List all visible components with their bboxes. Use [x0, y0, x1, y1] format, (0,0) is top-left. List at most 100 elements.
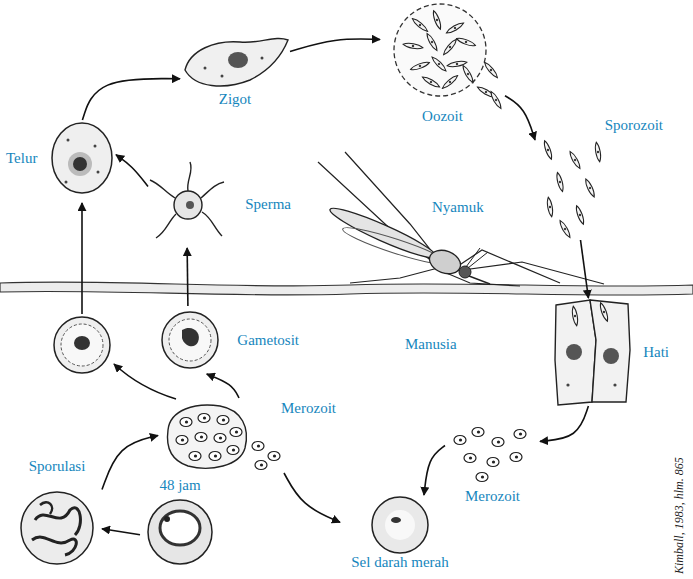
flagellum: [156, 214, 176, 238]
organism-label: Nyamuk: [432, 198, 484, 216]
cell-nucleus: [74, 336, 90, 350]
ring-stage: 48 jam: [140, 475, 220, 567]
host-label: Manusia: [405, 335, 457, 353]
mosquito-leg: [444, 272, 520, 286]
liver-stage: Hati: [553, 298, 671, 406]
sporozoite: [410, 60, 430, 71]
sporozoite: [558, 219, 572, 239]
cycle-arrow: [284, 473, 340, 522]
cycle-arrow: [424, 446, 445, 496]
cell-nucleus: [182, 328, 199, 346]
cell-outline: [185, 38, 288, 86]
merozoite: [268, 452, 280, 461]
stage-label: Sel darah merah: [351, 554, 448, 571]
cell-outline: [162, 312, 218, 368]
cell-nucleus: [566, 344, 582, 360]
sporozoite: [542, 140, 553, 160]
sporozoite: [555, 172, 565, 192]
stage-label: Merozoit: [465, 488, 520, 505]
sporozoite: [584, 178, 597, 198]
stage-label: Oozoit: [422, 108, 463, 125]
mosquito-thorax: [426, 246, 464, 278]
cycle-arrow: [581, 240, 589, 298]
sporozoite: [456, 36, 476, 47]
cycle-arrow: [82, 79, 180, 120]
sporozoite: [441, 74, 459, 90]
gametocyte-cell: [162, 312, 218, 368]
sporozoite: [489, 90, 503, 110]
cell-nucleus: [603, 348, 619, 364]
sporozoite: [546, 197, 554, 217]
chromatin: [32, 537, 76, 555]
oocyst-drawing: [394, 4, 503, 110]
sporozoite: [598, 302, 609, 322]
cell-outline: [54, 317, 110, 373]
stage-label: Hati: [643, 344, 669, 361]
cell-outline: [174, 191, 202, 219]
liver-cell: [590, 300, 630, 402]
sporozoite: [430, 55, 447, 72]
sporozoite: [568, 150, 582, 170]
merozoite: [464, 454, 476, 463]
merozoite: [252, 442, 264, 451]
cell-outline: [52, 123, 112, 193]
stage-label: Telur: [6, 150, 37, 167]
merozoite: [209, 452, 221, 461]
merozoite: [227, 446, 239, 455]
merozoite: [217, 416, 229, 425]
sporozoite-group: [542, 140, 601, 239]
cell-outline: [21, 492, 93, 564]
chromatin: [35, 508, 80, 535]
cell-nucleus: [228, 52, 248, 68]
flagellum: [150, 180, 175, 198]
cycle-arrow: [505, 96, 535, 140]
stage-label: Sporulasi: [29, 458, 86, 475]
merozoite: [195, 433, 207, 442]
cell-granule: [613, 383, 616, 386]
gametocyte-cell: [54, 317, 110, 373]
merozoite: [476, 473, 488, 482]
ring-parasite: [160, 511, 200, 545]
mosquito-abdomen: [327, 202, 439, 264]
cell-nucleolus: [73, 157, 87, 171]
merozoite: [230, 428, 242, 437]
cell-nucleus: [186, 201, 194, 209]
merozoite-group: [454, 428, 526, 482]
parasite: [391, 517, 401, 523]
cycle-arrow: [290, 39, 380, 51]
cycle-arrow: [540, 406, 588, 441]
skin-surface: [0, 282, 693, 295]
sperm-stage: Sperma: [148, 160, 293, 248]
egg-stage: Telur: [4, 120, 116, 197]
merozoite-stage: Merozoit: [158, 398, 338, 473]
egg-cell: [52, 123, 112, 193]
merozoite: [180, 418, 192, 427]
merozoite: [487, 458, 499, 467]
sporozoite: [571, 306, 579, 326]
cell-granule: [67, 139, 70, 142]
merozoite: [510, 453, 522, 462]
flagellum: [202, 212, 222, 236]
cycle-arrow: [207, 374, 239, 398]
cycle-arrow: [114, 364, 176, 399]
sporozoite: [411, 17, 429, 33]
stage-label: 48 jam: [159, 477, 200, 494]
cycle-arrow: [102, 529, 140, 535]
sporozoite: [403, 42, 423, 50]
stage-label: Sporozoit: [605, 117, 663, 134]
cycle-arrow: [116, 155, 148, 187]
merozoite: [198, 414, 210, 423]
source-credit: Kimball, 1983, hlm. 865: [672, 457, 687, 574]
merozoite: [472, 428, 484, 437]
mosquito-drawing: [318, 152, 604, 286]
sporozoite: [431, 10, 442, 30]
mosquito-proboscis: [469, 276, 490, 284]
cell-granule: [94, 145, 97, 148]
stage-label: Zigot: [219, 91, 252, 108]
cell-granule: [221, 75, 224, 78]
sporozoite: [594, 142, 602, 162]
microgamete-cell: [150, 162, 224, 238]
sporulation-stage: Sporulasi: [12, 456, 102, 568]
sporozoite-stage: Sporozoit: [535, 115, 665, 240]
